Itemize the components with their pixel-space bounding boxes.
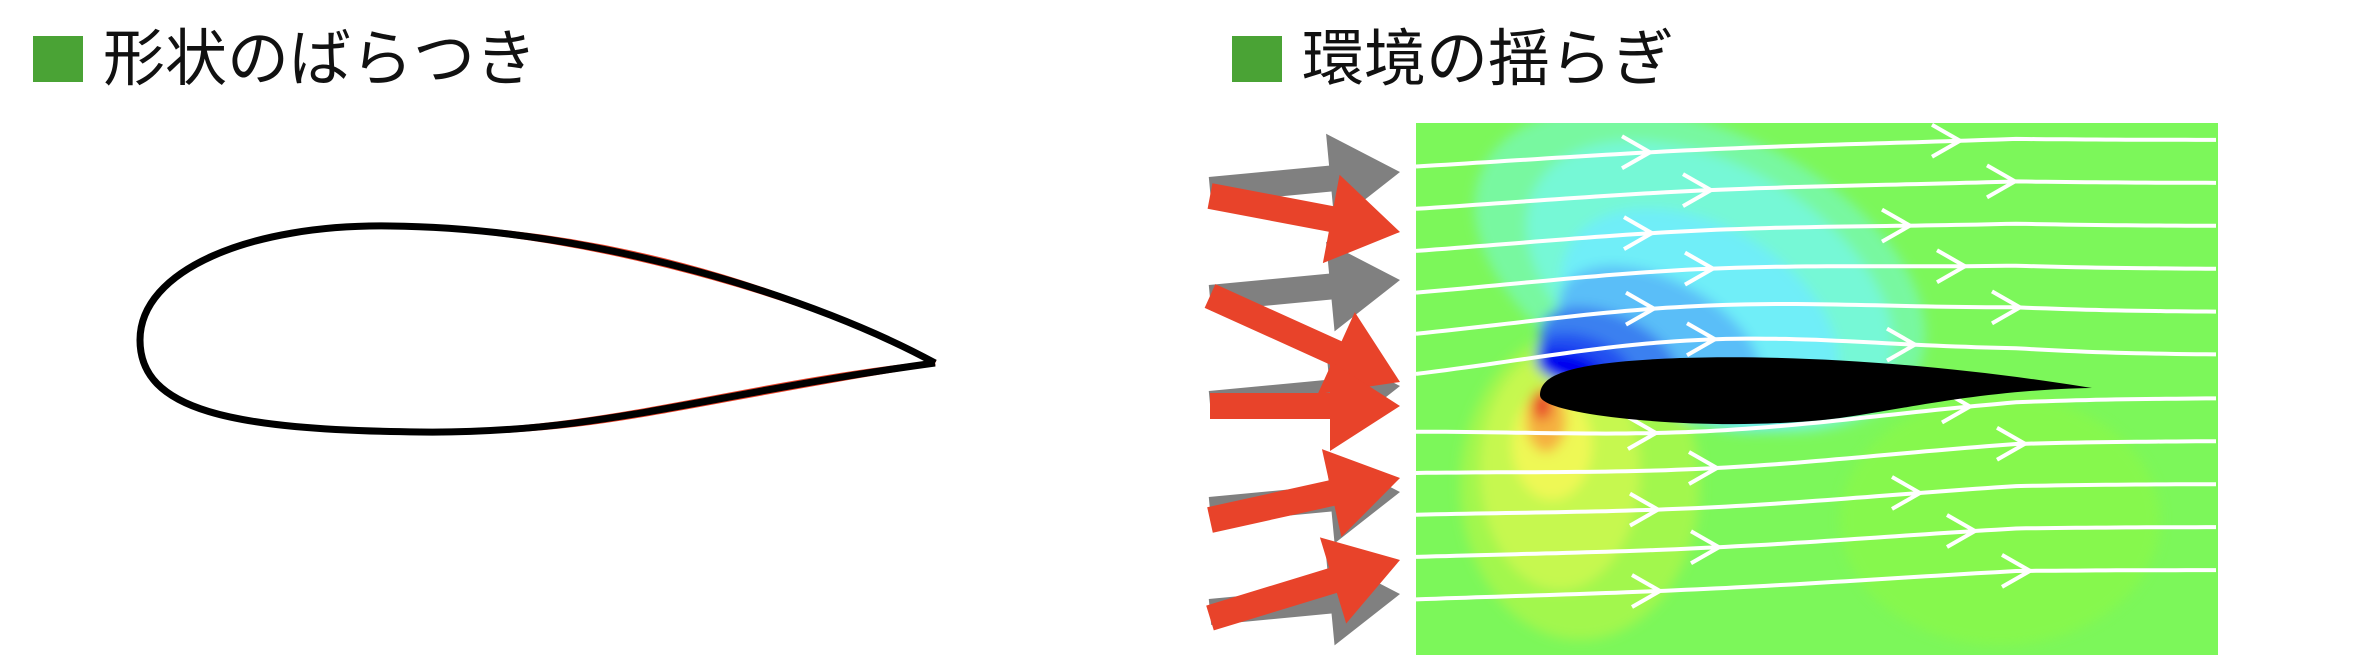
streamline-arrow-icon: [1627, 415, 1661, 451]
variant-airfoil-outline: [137, 223, 937, 435]
streamline-arrow-icon: [1946, 513, 1980, 549]
streamline-arrow-icon: [1682, 172, 1716, 208]
inflow-arrows: [1204, 133, 1401, 646]
streamline-arrow-icon: [1686, 321, 1720, 358]
nominal-airfoil-outline: [136, 222, 937, 436]
green-square-icon: [1232, 36, 1282, 82]
shape-variation-heading: 形状のばらつき: [33, 28, 537, 90]
streamline: [1416, 525, 2216, 559]
streamlines: [1416, 123, 2217, 609]
streamline-arrow-icon: [1991, 289, 2025, 326]
shape-variation-title: 形状のばらつき: [103, 22, 538, 95]
perturbed-inflow-arrow-icon: [1206, 537, 1401, 631]
streamline-arrow-icon: [1621, 134, 1655, 171]
streamline-arrow-icon: [1886, 326, 1920, 363]
streamline-arrow-icon: [1623, 215, 1657, 251]
streamline: [1416, 439, 2216, 475]
streamline: [1416, 221, 2216, 253]
streamline: [1416, 336, 2217, 376]
environment-fluctuation-title: 環境の揺らぎ: [1302, 22, 1675, 95]
airfoil-shape-variations: [136, 222, 937, 436]
variant-airfoil-outline: [137, 223, 937, 435]
airfoil-in-flow: [1540, 357, 2092, 425]
streamline-arrow-icon: [1629, 491, 1663, 528]
variant-airfoil-outline: [137, 223, 937, 435]
streamline-arrow-icon: [2001, 553, 2035, 589]
variant-airfoil-outline: [137, 223, 937, 435]
streamline-arrow-icon: [1936, 248, 1970, 284]
perturbed-inflow-arrow-icon: [1207, 174, 1400, 264]
streamline-arrow-icon: [1631, 573, 1665, 609]
streamline: [1416, 568, 2216, 602]
streamline: [1416, 179, 2217, 211]
streamline: [1416, 396, 2216, 436]
perturbed-inflow-arrow-icon: [1204, 284, 1401, 395]
streamline-arrow-icon: [1881, 207, 1915, 244]
streamline-arrow-icon: [1688, 450, 1722, 486]
environment-fluctuation-heading: 環境の揺らぎ: [1232, 28, 1674, 90]
green-square-icon: [33, 36, 83, 82]
variant-airfoil-outline: [137, 223, 937, 435]
streamline-arrow-icon: [1996, 426, 2030, 462]
streamline-arrow-icon: [1931, 123, 1965, 159]
streamline-arrow-icon: [1986, 163, 2020, 200]
perturbed-inflow-arrow-icon: [1207, 449, 1401, 538]
baseline-inflow-arrow-icon: [1208, 241, 1400, 332]
streamline-arrow-icon: [1690, 529, 1724, 565]
streamline: [1416, 263, 2216, 295]
streamline: [1416, 482, 2216, 517]
streamline-arrow-icon: [1891, 475, 1925, 511]
streamline: [1416, 302, 2217, 336]
streamline: [1416, 136, 2216, 169]
flow-field: [1416, 123, 2218, 655]
perturbed-inflow-arrow-icon: [1210, 361, 1400, 451]
streamline-arrow-icon: [1625, 290, 1659, 327]
streamline-arrow-icon: [1684, 250, 1718, 287]
